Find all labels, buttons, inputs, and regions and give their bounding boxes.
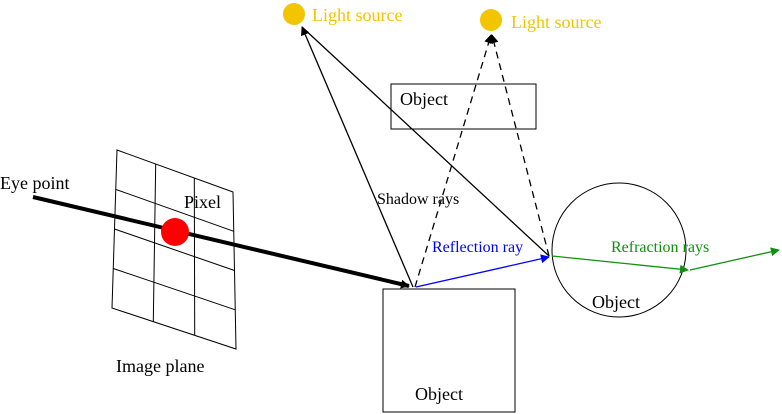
pixel-label: Pixel <box>184 192 221 212</box>
refraction-ray-outer <box>689 247 780 271</box>
shadow-ray-dashed-1 <box>414 34 493 288</box>
shadow-ray-dashed-2 <box>489 34 550 257</box>
eye-ray <box>32 195 410 289</box>
light-source-1-label: Light source <box>312 5 402 25</box>
object-top-box <box>390 83 537 130</box>
pixel-dot <box>161 218 189 246</box>
image-plane-label: Image plane <box>116 356 204 376</box>
light-source-2-icon <box>480 9 502 31</box>
light-source-2-label: Light source <box>511 12 601 32</box>
object-top-label: Object <box>400 89 448 109</box>
object-box-label: Object <box>415 384 463 404</box>
shadow-rays-label: Shadow rays <box>377 191 459 208</box>
eye-point-label: Eye point <box>0 173 70 193</box>
object-sphere <box>551 182 687 318</box>
refraction-ray-inner <box>551 255 689 274</box>
shadow-ray-solid <box>301 26 414 288</box>
shadow-ray-sphere-solid <box>301 26 550 257</box>
reflection-ray <box>415 254 550 288</box>
object-sphere-label: Object <box>592 292 640 312</box>
image-plane-grid <box>111 149 237 350</box>
object-bottom-box <box>382 288 516 413</box>
reflection-ray-label: Reflection ray <box>432 239 523 256</box>
refraction-rays-label: Refraction rays <box>611 239 709 256</box>
light-source-1-icon <box>283 3 305 25</box>
